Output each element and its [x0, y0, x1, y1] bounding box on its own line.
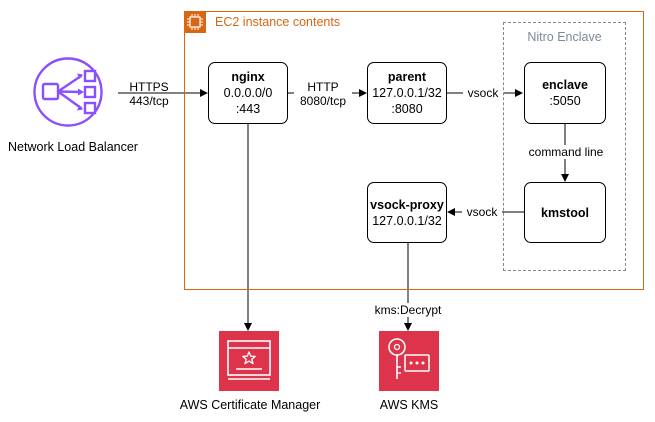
- edge-label-https: HTTPS: [129, 80, 169, 94]
- network-load-balancer-icon: [33, 57, 103, 132]
- kmstool-node-title: kmstool: [541, 205, 589, 220]
- edge-label-nlb-nginx: HTTPS 443/tcp: [120, 80, 178, 108]
- kms-icon: [379, 331, 439, 391]
- kmstool-node[interactable]: kmstool: [524, 182, 606, 243]
- edge-label-nginx-parent: HTTP 8080/tcp: [294, 80, 352, 108]
- nitro-enclave-title: Nitro Enclave: [527, 30, 602, 44]
- ec2-instance-group: [184, 11, 644, 290]
- vsock-proxy-node[interactable]: vsock-proxy 127.0.0.1/32: [367, 182, 447, 243]
- edge-label-8080-tcp: 8080/tcp: [299, 94, 347, 108]
- enclave-node[interactable]: enclave :5050: [524, 62, 606, 124]
- parent-node-address: 127.0.0.1/32: [372, 86, 442, 100]
- ec2-group-title: EC2 instance contents: [215, 15, 341, 29]
- edge-label-http: HTTP: [307, 80, 339, 94]
- parent-node-title: parent: [387, 70, 427, 84]
- certificate-manager-icon: [219, 331, 279, 391]
- nginx-node-address: 0.0.0.0/0: [223, 86, 273, 100]
- vsock-proxy-node-address: 127.0.0.1/32: [372, 213, 442, 228]
- enclave-node-title: enclave: [542, 78, 588, 92]
- enclave-node-port: :5050: [549, 94, 581, 108]
- nginx-node-title: nginx: [231, 70, 265, 84]
- edge-label-443-tcp: 443/tcp: [129, 94, 169, 108]
- vsock-proxy-node-title: vsock-proxy: [370, 197, 444, 212]
- edge-label-parent-enclave: vsock: [463, 86, 503, 100]
- certificate-manager-label: AWS Certificate Manager: [179, 398, 321, 412]
- nginx-node[interactable]: nginx 0.0.0.0/0 :443: [208, 62, 288, 124]
- nitro-enclave-group: [503, 22, 626, 271]
- edge-label-kms-decrypt: kms:Decrypt: [373, 303, 443, 317]
- nginx-node-port: :443: [235, 102, 261, 116]
- parent-node[interactable]: parent 127.0.0.1/32 :8080: [367, 62, 447, 124]
- edge-label-kmstool-proxy: vsock: [462, 205, 502, 219]
- parent-node-port: :8080: [391, 102, 423, 116]
- edge-label-command-line: command line: [527, 145, 605, 159]
- kms-label: AWS KMS: [379, 398, 439, 412]
- network-load-balancer-label: Network Load Balancer: [8, 140, 138, 154]
- ec2-instance-icon: [184, 11, 206, 33]
